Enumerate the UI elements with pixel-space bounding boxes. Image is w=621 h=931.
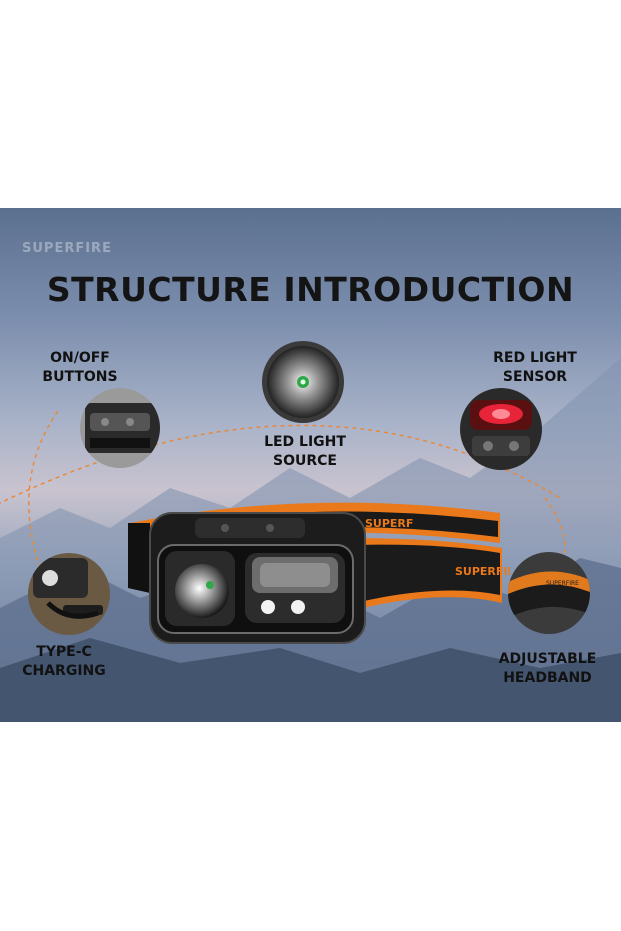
red-light-sensor-closeup bbox=[460, 388, 542, 470]
headband-label-line2: HEADBAND bbox=[503, 670, 592, 686]
headband-label: ADJUSTABLE HEADBAND bbox=[490, 650, 605, 688]
led-light-label-line1: LED LIGHT bbox=[264, 434, 346, 450]
brand-watermark: SUPERFIRE bbox=[22, 241, 112, 256]
headlamp-product: SUPERF SUPERFIRE bbox=[128, 502, 510, 644]
on-off-buttons-closeup bbox=[80, 388, 160, 468]
headband-closeup-text: SUPERFIRE bbox=[546, 580, 579, 587]
product-banner: SUPERFIRE STRUCTURE INTRODUCTION ON/OFF … bbox=[0, 208, 621, 722]
red-light-label-line2: SENSOR bbox=[502, 369, 568, 385]
headband-label-line1: ADJUSTABLE bbox=[498, 651, 597, 667]
red-light-label: RED LIGHT SENSOR bbox=[485, 349, 585, 387]
page-title: STRUCTURE INTRODUCTION bbox=[46, 270, 575, 309]
type-c-label-line2: CHARGING bbox=[22, 663, 106, 679]
on-off-label: ON/OFF BUTTONS bbox=[35, 349, 125, 387]
red-light-label-line1: RED LIGHT bbox=[493, 350, 577, 366]
on-off-label-line2: BUTTONS bbox=[42, 369, 118, 385]
led-light-label-line2: SOURCE bbox=[273, 453, 337, 469]
led-light-closeup bbox=[262, 341, 344, 423]
type-c-label-line1: TYPE-C bbox=[36, 644, 92, 660]
strap-front-text: SUPERFIRE bbox=[455, 565, 510, 578]
type-c-label: TYPE-C CHARGING bbox=[14, 643, 114, 681]
headband-closeup: SUPERFIRE bbox=[508, 552, 590, 634]
strap-back-text: SUPERF bbox=[365, 517, 413, 530]
led-light-label: LED LIGHT SOURCE bbox=[250, 433, 360, 471]
type-c-charging-closeup bbox=[28, 553, 110, 635]
on-off-label-line1: ON/OFF bbox=[50, 350, 110, 366]
